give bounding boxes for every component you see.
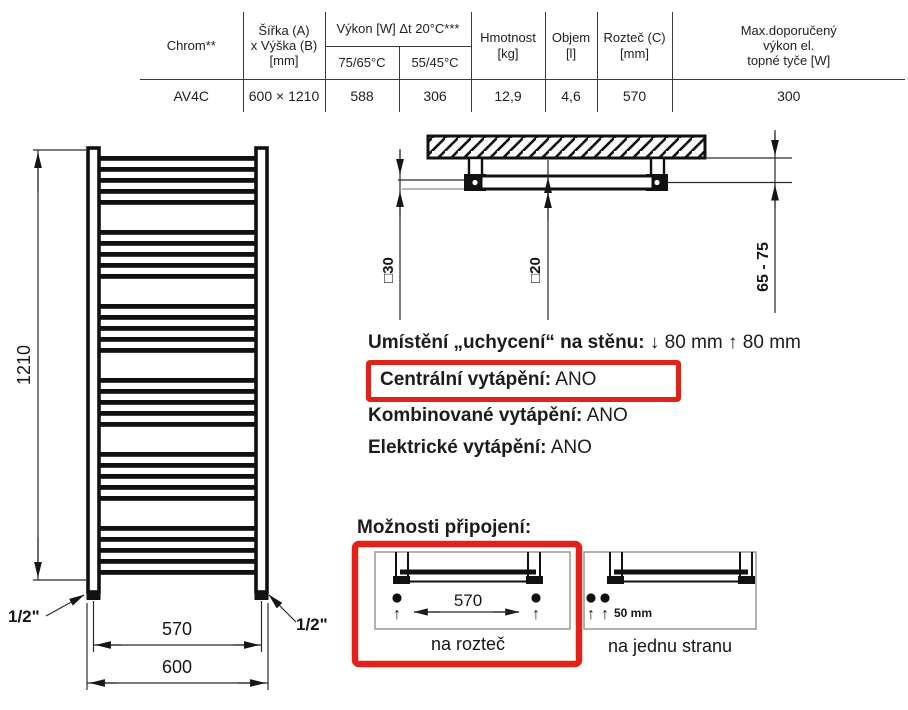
header-volume: Objem [l] [544, 12, 597, 80]
width-dimension-label: 600 [162, 657, 192, 677]
cell-weight: 12,9 [470, 79, 545, 112]
cell-volume: 4,6 [544, 79, 597, 112]
tube-depth-label: □30 [380, 257, 397, 283]
up-arrow-icon: ↑ [393, 606, 401, 623]
height-dimension: 1210 [14, 149, 86, 581]
pitch-option-highlight-box [351, 540, 583, 668]
side-option-caption: na jednu stranu [608, 636, 732, 656]
connection-stub-right [254, 591, 269, 600]
electric-heating-line: Elektrické vytápění: ANO [368, 437, 592, 459]
radiator-rails [86, 146, 269, 600]
cell-size: 600 × 1210 [242, 79, 325, 112]
pitch-option-dimension: 570 [454, 591, 482, 610]
connection-dot-left [392, 593, 402, 603]
spec-table: Chrom** Šířka (A) x Výška (B) [mm] Výkon… [140, 12, 905, 112]
pitch-dimension-label: 570 [162, 619, 192, 639]
wall-mount-drawing: □30 □20 65 - 75 [380, 130, 792, 320]
wall-distance-dimension: 65 - 75 [755, 130, 779, 313]
wall-section [426, 134, 707, 160]
connection-dot-right [600, 593, 610, 603]
side-option-dimension: 50 mm [614, 606, 652, 620]
header-power-5545: 55/45°C [398, 46, 471, 80]
connection-dot-right [531, 593, 541, 603]
combined-heating-line: Kombinované vytápění: ANO [368, 405, 628, 427]
side-connection-option: ↑ ↑ 50 mm na jednu stranu [583, 551, 757, 656]
pitch-option-caption: na rozteč [431, 634, 505, 654]
connection-options-drawing: ↑ ↑ 570 na rozteč ↑ ↑ 50 mm na jednu str… [351, 540, 757, 668]
mounting-info-line: Umístění „uchycení“ na stěnu: ↓ 80 mm ↑ … [368, 332, 801, 354]
header-model: Chrom** [140, 12, 243, 80]
width-dimension: 600 [86, 603, 269, 690]
up-arrow-icon: ↑ [532, 606, 540, 623]
cell-power-5545: 306 [398, 79, 471, 112]
height-dimension-label: 1210 [14, 345, 34, 385]
connection-size-right: 1/2" [296, 615, 328, 634]
electric-heating-label: Elektrické vytápění: [368, 437, 547, 458]
mount-brackets [464, 156, 668, 191]
radiator-rungs [99, 156, 256, 575]
connection-size-left: 1/2" [8, 607, 40, 626]
cell-max-el: 300 [671, 79, 905, 112]
central-heating-value: ANO [555, 369, 597, 390]
up-arrow-icon: ↑ [587, 606, 595, 623]
connection-options-heading: Možnosti připojení: [357, 517, 532, 538]
cell-pitch: 570 [596, 79, 672, 112]
mounting-info-label: Umístění „uchycení“ na stěnu: [368, 332, 645, 353]
gap-label: □20 [527, 257, 544, 283]
electric-heating-value: ANO [550, 437, 592, 458]
header-power-7565: 75/65°C [324, 46, 399, 80]
up-arrow-icon: ↑ [601, 606, 609, 623]
radiator-drawing: 1210 570 600 1/2" 1/2" [8, 146, 328, 690]
central-heating-label: Centrální vytápění: [380, 369, 552, 390]
gap-dimension: □20 [527, 160, 552, 320]
header-weight: Hmotnost [kg] [470, 12, 545, 80]
pitch-dimension: 570 [92, 601, 263, 652]
combined-heating-value: ANO [586, 405, 628, 426]
mounting-info-value: ↓ 80 mm ↑ 80 mm [649, 332, 801, 353]
cell-model: AV4C [173, 87, 210, 104]
central-heating-highlight-box: Centrální vytápění: ANO [366, 360, 681, 402]
cell-power-7565: 588 [324, 79, 399, 112]
connection-stub-left [86, 591, 101, 600]
combined-heating-label: Kombinované vytápění: [368, 405, 583, 426]
connection-callouts: 1/2" 1/2" [8, 594, 328, 634]
wall-distance-label: 65 - 75 [755, 242, 772, 292]
radiator-tube-section [479, 174, 655, 191]
header-pitch: Rozteč (C) [mm] [596, 12, 672, 80]
tube-depth-dimension: □30 [380, 149, 404, 320]
table-row: AV4C 600 × 1210 588 306 12,9 4,6 570 300 [140, 79, 905, 112]
connection-dot-left [586, 593, 596, 603]
header-max-el: Max.doporučený výkon el. topné tyče [W] [671, 12, 905, 80]
header-power: Výkon [W] Δt 20°C*** [324, 12, 471, 47]
pitch-connection-option: ↑ ↑ 570 na rozteč [374, 551, 571, 654]
header-size: Šířka (A) x Výška (B) [mm] [242, 12, 325, 80]
